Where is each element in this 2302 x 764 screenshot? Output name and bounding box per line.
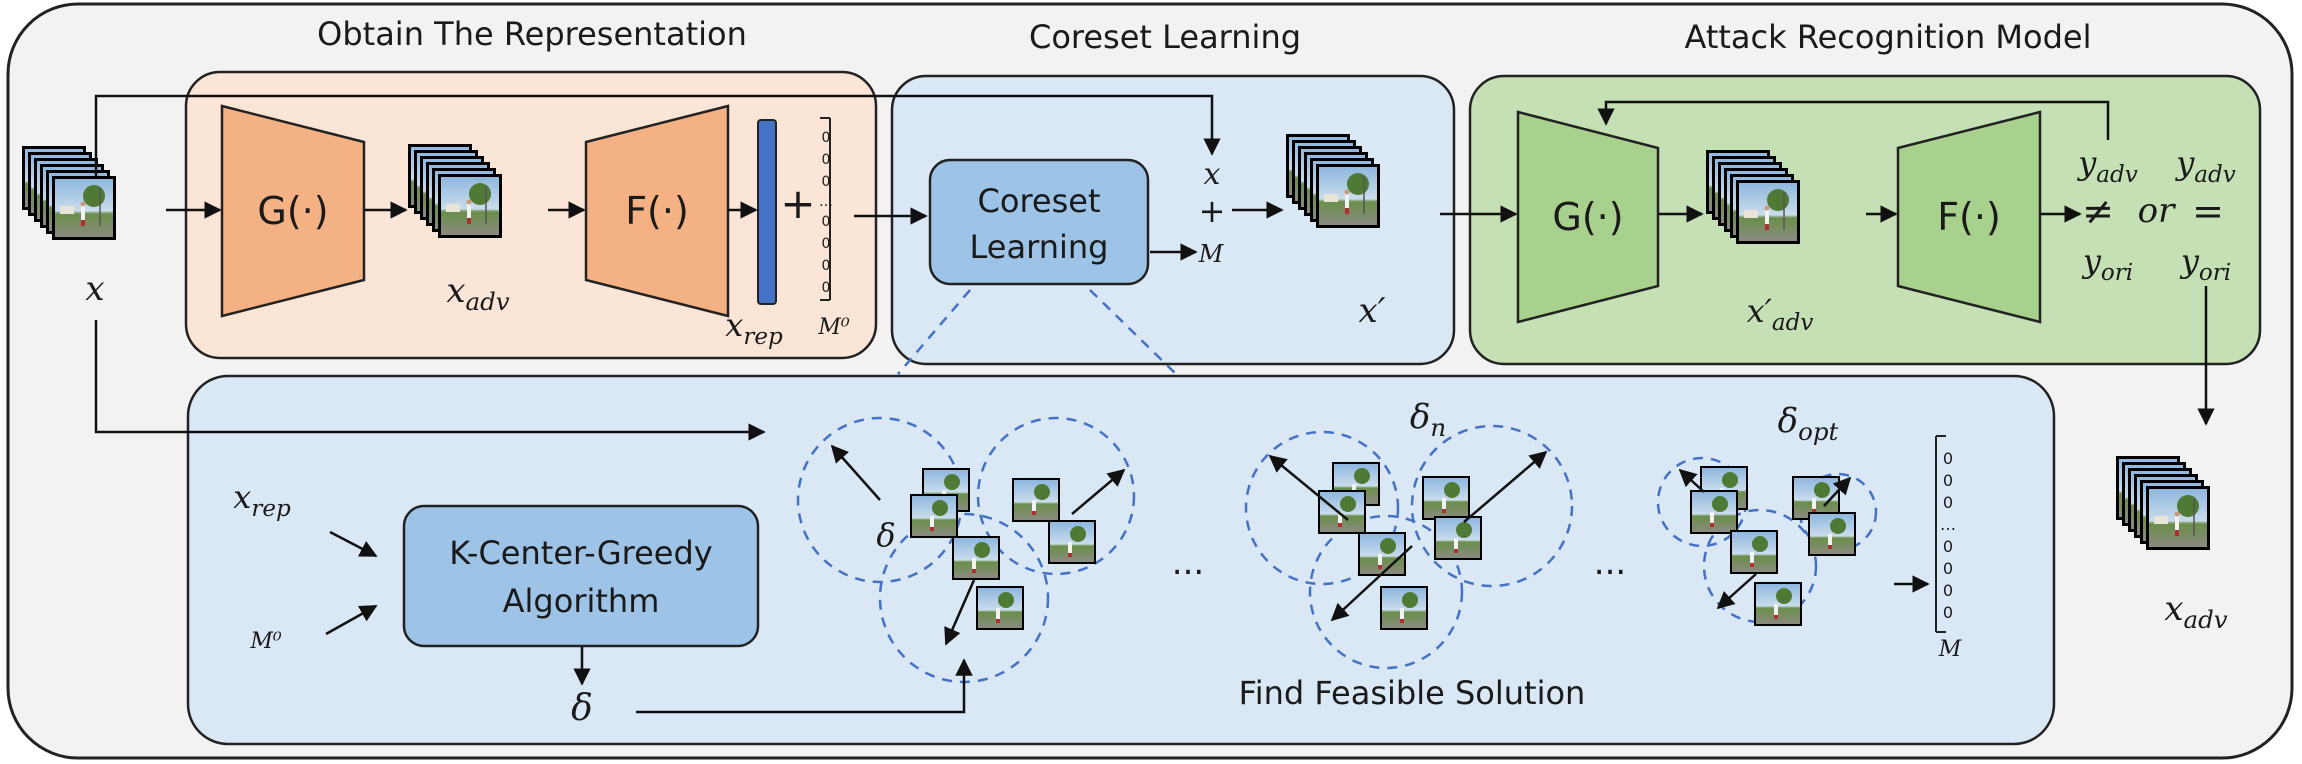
prediction-comparison: yadv yadv ≠ or = yori yori — [2076, 144, 2236, 286]
coreset-x-label: x — [1204, 157, 1221, 192]
target-feature-label: F(·) — [1937, 195, 2001, 239]
svg-text:0: 0 — [822, 280, 831, 296]
target-adv-label: x′adv — [1747, 292, 1814, 336]
mask-vector-m0: 0 0 0 … 0 0 0 0 — [819, 117, 833, 301]
neq-sign: ≠ — [2082, 189, 2114, 233]
svg-text:…: … — [819, 194, 833, 210]
ellipsis-2: ... — [1594, 543, 1626, 583]
or-word: or — [2138, 191, 2176, 231]
coreset-m-label: M — [1198, 240, 1225, 268]
kcenter-line1: K-Center-Greedy — [449, 534, 712, 572]
representation-vector — [757, 119, 777, 305]
svg-text:0: 0 — [1943, 449, 1953, 468]
cluster2-delta-label: δn — [1410, 397, 1446, 442]
rep-label: xrep — [725, 306, 783, 350]
target-generator-label: G(·) — [1552, 195, 1623, 239]
svg-text:0: 0 — [1943, 493, 1953, 512]
coreset-line1: Coreset — [978, 182, 1101, 220]
coreset-learning-block — [928, 158, 1150, 286]
attack-panel — [1468, 74, 2262, 366]
y-adv-right: yadv — [2174, 144, 2236, 188]
svg-text:0: 0 — [822, 152, 831, 168]
svg-text:0: 0 — [822, 236, 831, 252]
mask-label-m: M — [1938, 637, 1962, 662]
svg-text:0: 0 — [822, 130, 831, 146]
perturbed-label: x′ — [1359, 291, 1386, 331]
svg-text:0: 0 — [1943, 603, 1953, 622]
cluster3-delta-label: δopt — [1778, 401, 1839, 446]
svg-text:0: 0 — [822, 258, 831, 274]
svg-text:0: 0 — [1943, 559, 1953, 578]
y-ori-right: yori — [2179, 242, 2231, 286]
svg-text:0: 0 — [1943, 537, 1953, 556]
mask-vector-m: 0 0 0 … 0 0 0 0 — [1935, 435, 1956, 633]
section-title-representation: Obtain The Representation — [317, 15, 747, 53]
cluster-initial — [796, 416, 1136, 684]
svg-text:…: … — [1940, 515, 1956, 534]
cluster-intermediate — [1244, 424, 1574, 670]
adv-label: xadv — [446, 271, 509, 316]
cluster1-delta-label: δ — [876, 516, 895, 554]
coreset-plus-sign: + — [1199, 192, 1226, 230]
solution-panel — [186, 374, 2056, 746]
svg-text:0: 0 — [1943, 471, 1953, 490]
y-ori-left: yori — [2081, 242, 2133, 286]
eq-sign: = — [2192, 189, 2224, 233]
mask-label-m0: M⁰ — [817, 315, 850, 340]
connector-arrows — [94, 94, 2215, 714]
section-title-attack: Attack Recognition Model — [1684, 18, 2091, 56]
ellipsis-1: ... — [1172, 543, 1204, 583]
generator-label: G(·) — [257, 189, 328, 233]
target-generator-block — [1516, 110, 1660, 324]
target-feature-block — [1896, 110, 2042, 324]
solution-caption: Find Feasible Solution — [1239, 674, 1586, 712]
plus-sign: + — [780, 179, 815, 228]
zoom-line-left — [897, 289, 971, 375]
coreset-line2: Learning — [970, 228, 1109, 266]
svg-text:0: 0 — [822, 214, 831, 230]
y-adv-left: yadv — [2076, 144, 2138, 188]
solution-mask-label: M⁰ — [249, 629, 282, 654]
generator-block — [220, 104, 366, 318]
final-adv-label: xadv — [2164, 589, 2227, 634]
kcenter-line2: Algorithm — [503, 582, 660, 620]
delta-label: δ — [571, 688, 593, 729]
svg-text:0: 0 — [1943, 581, 1953, 600]
solution-rep-label: xrep — [233, 478, 291, 522]
section-title-coreset: Coreset Learning — [1029, 18, 1301, 56]
feature-block — [584, 104, 730, 318]
svg-text:0: 0 — [822, 174, 831, 190]
feature-label: F(·) — [625, 189, 689, 233]
input-label: x — [85, 269, 104, 309]
cluster-optimal — [1656, 456, 1878, 626]
zoom-line-right — [1089, 289, 1177, 375]
kcenter-greedy-block — [402, 504, 760, 648]
